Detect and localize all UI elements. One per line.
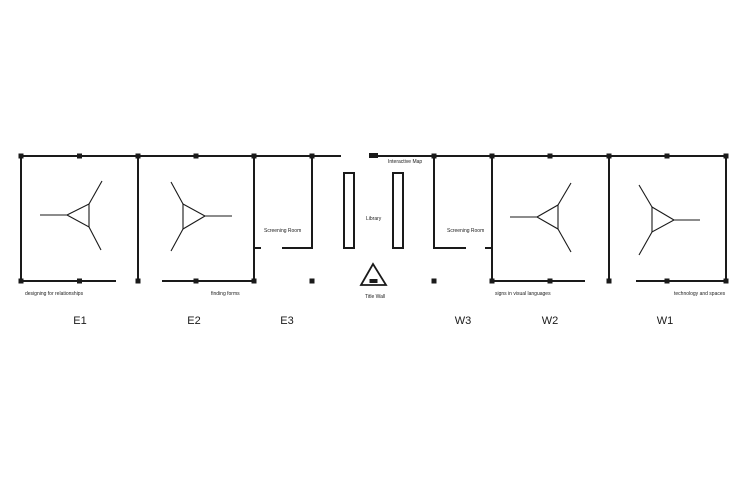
post	[18, 153, 24, 159]
post	[664, 278, 670, 284]
screening-wall-w3	[433, 155, 466, 249]
post	[606, 278, 612, 284]
gallery-w1-code: W1	[657, 315, 674, 327]
post	[193, 278, 199, 284]
post	[664, 153, 670, 159]
post	[309, 153, 315, 159]
gallery-w3-code: W3	[455, 315, 472, 327]
post	[18, 278, 24, 284]
gallery-w3-caption: Screening Room	[447, 228, 484, 234]
triangle-tripod-icon	[638, 184, 700, 256]
triangle-tripod-icon	[40, 180, 103, 251]
post	[135, 153, 141, 159]
post	[77, 278, 82, 284]
post	[723, 153, 729, 159]
warning-triangle-icon	[359, 262, 388, 286]
post	[193, 153, 199, 159]
post	[547, 278, 553, 284]
post	[369, 153, 378, 158]
post	[135, 278, 141, 284]
post	[77, 153, 82, 159]
post	[251, 153, 257, 159]
post	[309, 278, 315, 284]
gallery-w2-code: W2	[542, 315, 559, 327]
gallery-e2-caption: finding forms	[211, 291, 240, 297]
post	[431, 278, 437, 284]
post	[251, 278, 257, 284]
gallery-w1-caption: technology and spaces	[674, 291, 726, 297]
gallery-e3-code: E3	[280, 315, 293, 327]
library-shelf-left	[343, 172, 355, 249]
gallery-e1-caption: designing for relationships	[25, 291, 84, 297]
triangle-tripod-icon	[510, 182, 572, 253]
gallery-w2-caption: signs in visual languages	[495, 291, 551, 297]
post	[606, 153, 612, 159]
post	[431, 153, 437, 159]
post	[489, 153, 495, 159]
library-shelf-right	[392, 172, 404, 249]
screening-wall-e3	[282, 155, 313, 249]
post	[547, 153, 553, 159]
posts	[18, 153, 729, 284]
gallery-e2-code: E2	[187, 315, 200, 327]
triangle-tripod-icon	[170, 181, 232, 252]
title-wall-label: Title Wall	[365, 294, 385, 300]
interactive-map-label: Interactive Map	[388, 159, 422, 165]
post	[723, 278, 729, 284]
gallery-e1-code: E1	[73, 315, 86, 327]
post	[489, 278, 495, 284]
library-label: Library	[366, 216, 382, 222]
gallery-e3-caption: Screening Room	[264, 228, 301, 234]
